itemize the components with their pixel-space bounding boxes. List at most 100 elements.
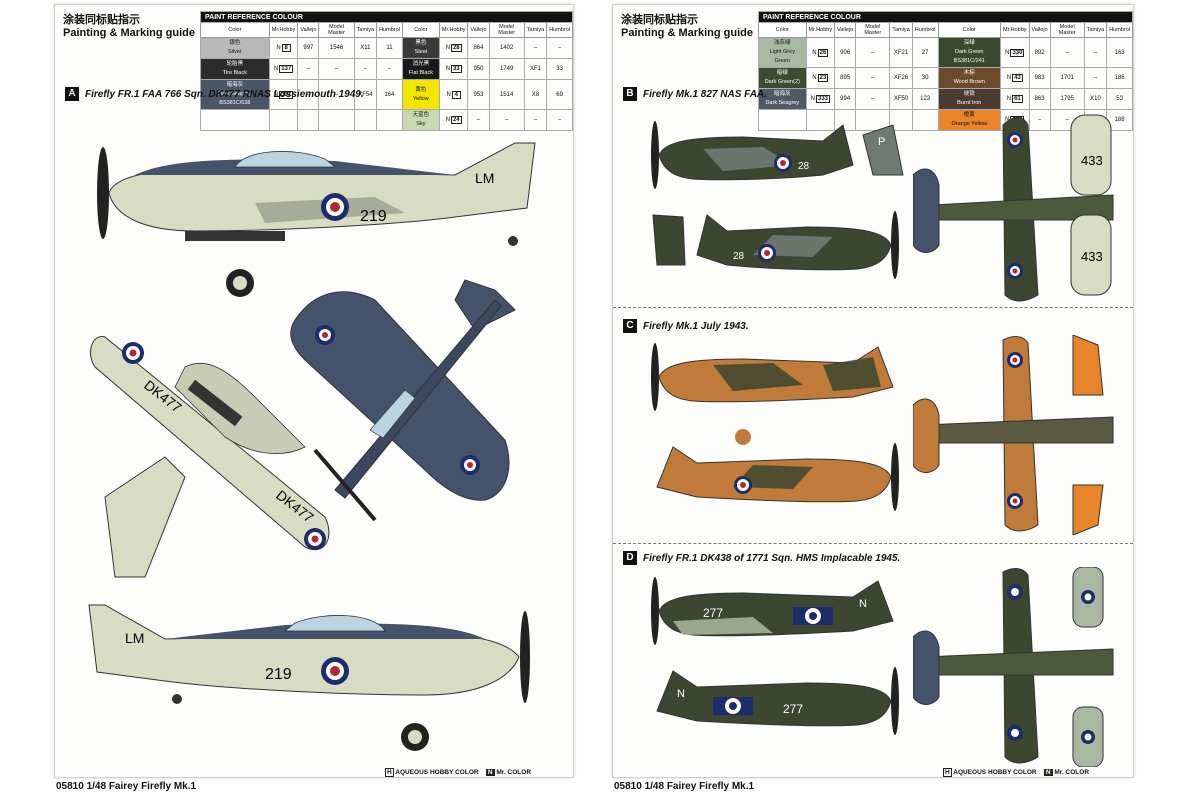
section-b-top-view: 433 433 — [913, 114, 1114, 302]
left-instruction-page: 涂装同标贴指示 Painting & Marking guide PAINT R… — [54, 4, 574, 778]
paint-value-cell: X11 — [353, 37, 378, 59]
paint-value-cell: 1749 — [488, 58, 525, 80]
paint-color-swatch: 暗绿 Dark Green(2) — [758, 67, 807, 89]
section-a-title: Firefly FR.1 FAA 766 Sqn. DK477 RNAS Los… — [85, 88, 364, 100]
english-title-right: Painting & Marking guide — [621, 27, 754, 39]
section-b-label: B Firefly Mk.1 827 NAS FAA. — [623, 87, 767, 101]
section-d-top-view — [913, 567, 1114, 767]
section-d-label: D Firefly FR.1 DK438 of 1771 Sqn. HMS Im… — [623, 551, 900, 565]
paint-table-column-header: Humbrol — [546, 22, 573, 38]
paint-table-column-header: Humbrol — [911, 22, 939, 38]
section-c-side-views — [651, 343, 899, 511]
paint-value-cell: 186 — [1106, 67, 1133, 89]
b-code-433: 433 — [1081, 153, 1103, 168]
paint-value-cell: 864 — [467, 37, 490, 59]
section-d-title: Firefly FR.1 DK438 of 1771 Sqn. HMS Impl… — [643, 552, 901, 564]
right-instruction-page: 涂装同标贴指示 Painting & Marking guide PAINT R… — [612, 4, 1134, 778]
paint-value-cell: 11 — [376, 37, 403, 59]
paint-value-cell: 69 — [546, 79, 573, 110]
paint-color-swatch: 木棕 Wood Brown — [937, 67, 1002, 89]
paint-color-swatch: 黑色 Steel — [401, 37, 440, 59]
paint-table-column-header: Humbrol — [376, 22, 403, 38]
mr-color-label-right: Mr. COLOR — [1054, 769, 1090, 776]
paint-color-swatch: 银色 Silver — [200, 37, 270, 59]
code-lm-text-2: LM — [125, 630, 144, 646]
section-d-letter: D — [623, 551, 637, 565]
paint-color-swatch: 浅灰绿 Light Grey Green — [758, 37, 807, 68]
paint-value-cell: XF21 — [889, 37, 913, 68]
paint-value-cell: – — [1083, 37, 1108, 68]
aircraft-side-view-right: LM 219 — [88, 604, 530, 751]
paint-value-cell: 953 — [467, 79, 490, 110]
aqueous-hobby-color-label-right: AQUEOUS HOBBY COLOR — [953, 769, 1037, 776]
b-num-28: 28 — [798, 161, 810, 172]
paint-color-swatch: 消光黑 Flat Black — [401, 58, 440, 80]
paint-color-swatch: 暗海灰 Dark Seagrey BS381C/638 — [200, 79, 270, 110]
paint-value-cell: XF1 — [523, 58, 548, 80]
divider-b-c — [613, 307, 1133, 308]
paint-value-cell: 1546 — [318, 37, 355, 59]
section-c-title: Firefly Mk.1 July 1943. — [643, 320, 749, 332]
paint-color-swatch: 橙黄 Orange Yellow — [937, 109, 1002, 131]
section-b-title: Firefly Mk.1 827 NAS FAA. — [643, 88, 767, 100]
paint-table-title: PAINT REFERENCE COLOUR — [758, 11, 1133, 23]
paint-color-swatch — [758, 109, 807, 131]
mr-color-badge: N — [485, 769, 495, 776]
paint-value-cell: 30 — [911, 67, 939, 89]
paint-value-cell: 164 — [376, 79, 403, 110]
footer-left-caption: 05810 1/48 Fairey Firefly Mk.1 — [56, 781, 197, 792]
paint-value-cell: 950 — [467, 58, 490, 80]
paint-value-cell: 33 — [546, 58, 573, 80]
paint-table-column-header: Color — [401, 22, 440, 38]
paint-table-column-header: Tamiya — [1083, 22, 1108, 38]
mr-color-label: Mr. COLOR — [496, 769, 532, 776]
section-c-top-view — [913, 335, 1114, 535]
paint-table-column-header: Humbrol — [1106, 22, 1133, 38]
b-code-433-2: 433 — [1081, 249, 1103, 264]
paint-color-swatch: 烧铁 Burnt Iron — [937, 88, 1002, 110]
paint-table-column-header: Model Master — [1049, 22, 1085, 38]
paint-value-cell: – — [855, 67, 891, 89]
paint-value-cell: – — [1049, 37, 1085, 68]
section-c-letter: C — [623, 319, 637, 333]
paint-value-cell: – — [318, 58, 355, 80]
b-num-28-2: 28 — [733, 251, 745, 262]
paint-value-cell: – — [1028, 109, 1051, 131]
paint-value-cell: 1402 — [488, 37, 525, 59]
paint-value-cell: 27 — [911, 37, 939, 68]
paint-value-cell — [834, 109, 857, 131]
paint-table-column-header: Tamiya — [353, 22, 378, 38]
paint-value-cell: – — [1083, 67, 1108, 89]
section-a-letter: A — [65, 87, 79, 101]
paint-value-cell: – — [376, 58, 403, 80]
paint-table-column-header: Tamiya — [889, 22, 913, 38]
section-b-letter: B — [623, 87, 637, 101]
mr-color-badge-right: N — [1043, 769, 1053, 776]
hobby-color-badge-right: H — [943, 768, 952, 777]
paint-value-cell: X8 — [523, 79, 548, 110]
paint-table-title: PAINT REFERENCE COLOUR — [200, 11, 573, 23]
paint-value-cell: – — [546, 109, 573, 131]
paint-table-column-header: Vallejo — [1028, 22, 1051, 38]
section-c-label: C Firefly Mk.1 July 1943. — [623, 319, 749, 333]
serial-219-text-2: 219 — [265, 666, 292, 683]
d-letter-n: N — [859, 598, 867, 610]
aircraft-top-view — [290, 279, 516, 522]
paint-value-cell: – — [523, 109, 548, 131]
english-title: Painting & Marking guide — [63, 27, 196, 39]
paint-table-column-header: Vallejo — [467, 22, 490, 38]
paint-value-cell: 983 — [1028, 67, 1051, 89]
